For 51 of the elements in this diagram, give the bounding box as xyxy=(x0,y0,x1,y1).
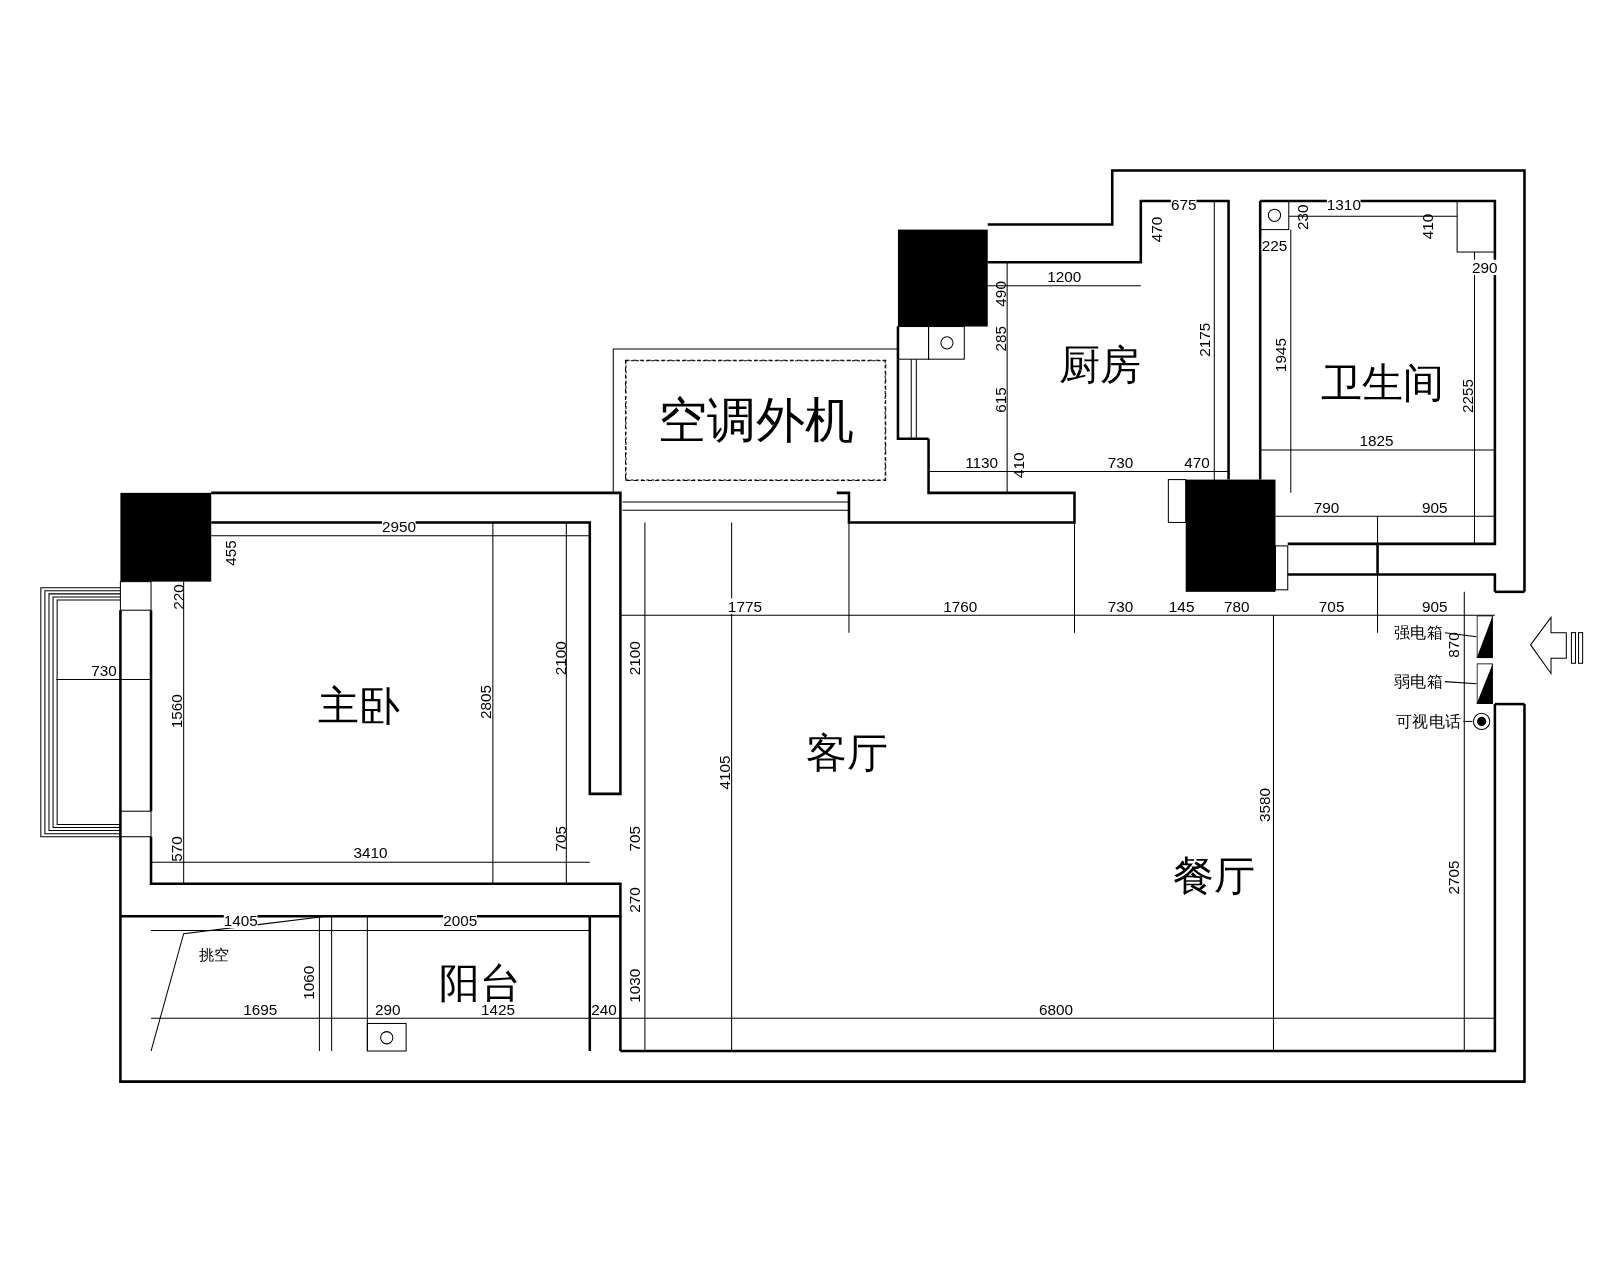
dimension-label: 490 xyxy=(992,281,1008,307)
leader-line xyxy=(1462,720,1473,722)
dimension-label: 410 xyxy=(1419,213,1436,240)
room-label: 客厅 xyxy=(806,730,888,776)
leader-line xyxy=(1444,681,1478,685)
dimension-label: 225 xyxy=(1261,237,1288,253)
device-label: 强电箱 xyxy=(1393,623,1443,642)
device-label: 弱电箱 xyxy=(1393,672,1443,691)
dimension-label: 1405 xyxy=(223,912,258,929)
dimension-label: 1060 xyxy=(300,965,316,1000)
dimension-label: 3580 xyxy=(1256,788,1272,823)
room-label: 卫生间 xyxy=(1321,360,1444,406)
dimension-label: 455 xyxy=(222,540,239,566)
intercom-icon xyxy=(1472,712,1491,731)
dimension-label: 1310 xyxy=(1326,196,1361,212)
dimension-label: 705 xyxy=(552,826,568,852)
dimension-label: 470 xyxy=(1148,216,1164,243)
dimension-label: 2100 xyxy=(627,641,643,676)
dimension-label: 挑空 xyxy=(199,946,230,962)
dimension-label: 220 xyxy=(170,584,187,610)
dimension-label: 675 xyxy=(1170,196,1197,212)
dimension-label: 4105 xyxy=(716,755,733,790)
dimension-label: 1030 xyxy=(627,968,643,1003)
dimension-label: 2705 xyxy=(1445,860,1461,895)
distribution-box-icon xyxy=(1476,663,1493,705)
dimension-label: 1775 xyxy=(727,598,762,614)
dimension-label: 2100 xyxy=(552,641,568,676)
room-label: 餐厅 xyxy=(1173,853,1256,898)
dimension-label: 2005 xyxy=(443,912,478,929)
dimension-label: 290 xyxy=(1471,259,1498,275)
dimension-label: 615 xyxy=(992,387,1008,413)
dimension-label: 285 xyxy=(992,326,1008,352)
dimension-label: 230 xyxy=(1294,204,1310,231)
dimension-label: 705 xyxy=(627,826,643,852)
dimension-label: 1945 xyxy=(1272,338,1289,373)
distribution-box-icon xyxy=(1476,615,1493,659)
device-label: 可视电话 xyxy=(1395,712,1462,731)
dimension-label: 870 xyxy=(1445,632,1461,658)
dimension-label: 410 xyxy=(1010,452,1026,479)
dimension-label: 1560 xyxy=(168,694,185,729)
dimension-label: 270 xyxy=(627,887,643,913)
dimension-label: 2255 xyxy=(1459,378,1475,413)
dimension-label: 2175 xyxy=(1196,322,1212,357)
dimension-label: 2950 xyxy=(381,518,416,535)
dimension-label: 1825 xyxy=(1359,433,1394,449)
leader-line xyxy=(1444,632,1478,638)
dimension-label: 2805 xyxy=(478,685,494,720)
room-label: 主卧 xyxy=(318,683,400,729)
dimension-label: 570 xyxy=(168,836,185,862)
dimension-label: 240 xyxy=(591,1001,617,1017)
room-label: 厨房 xyxy=(1059,341,1141,387)
